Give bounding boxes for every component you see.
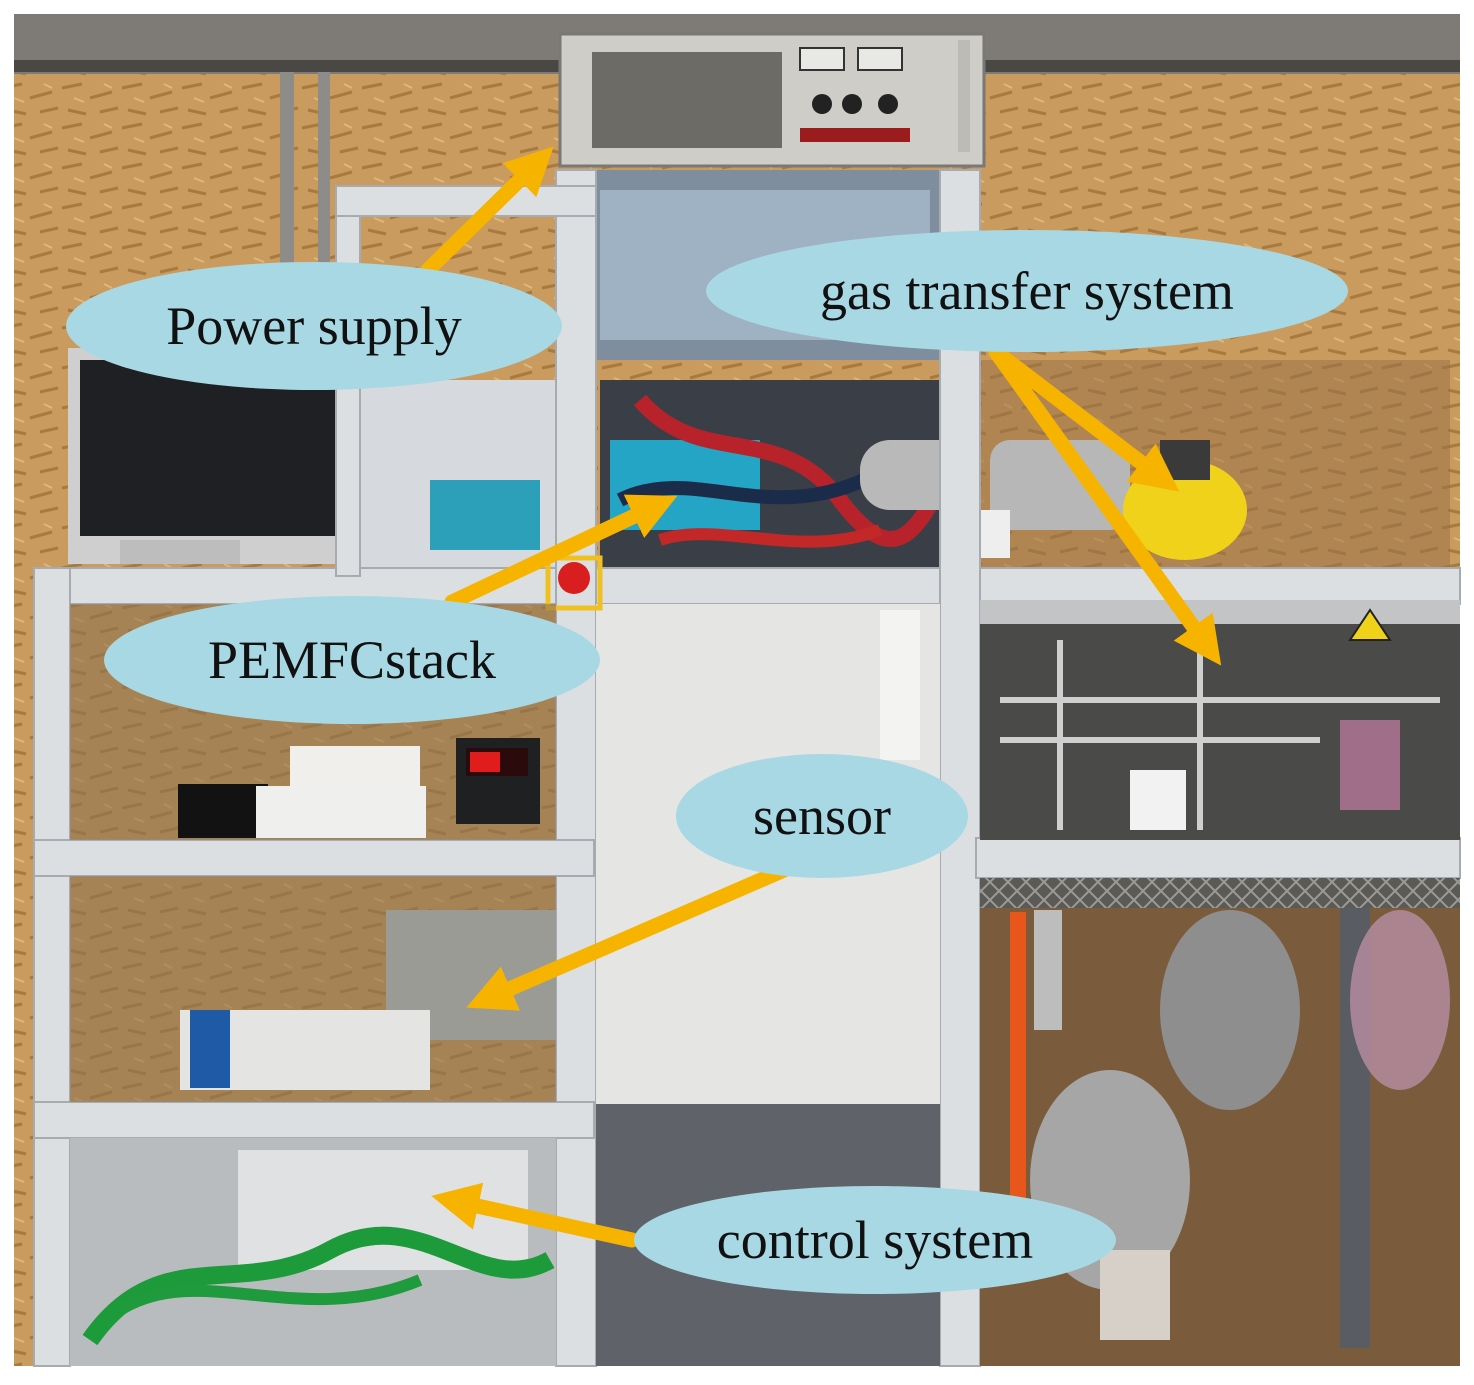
annotation-arrows [420,146,1222,1248]
arrow-sensor [466,862,792,1011]
arrow-gas-regulator [988,344,1180,492]
insulated-piping [980,878,1460,1366]
label-control-system-text: control system [716,1210,1034,1270]
aluminium-frame [33,169,1461,1367]
piping-shelf [980,600,1460,840]
label-gas-transfer-system: gas transfer system [706,230,1348,352]
label-sensor-text: sensor [753,786,891,846]
arrow-power-supply [420,146,554,278]
arrow-pemfc-stack [444,494,678,610]
label-pemfc-stack: PEMFCstack [104,596,600,724]
control-system-cabinet [70,1138,556,1366]
pemfc-stack-area [600,380,980,570]
label-pemfc-stack-text: PEMFCstack [207,630,497,690]
label-control-system: control system [634,1186,1116,1294]
label-sensor: sensor [676,754,968,878]
label-gas-transfer-system-text: gas transfer system [820,261,1234,321]
arrow-gas-pipes [988,344,1222,666]
label-power-supply-text: Power supply [166,296,462,356]
emergency-stop-button [558,562,590,594]
label-power-supply: Power supply [66,262,562,390]
sensor-module [70,876,556,1102]
power-supply-unit [558,32,986,168]
arrow-control-system [431,1182,640,1248]
